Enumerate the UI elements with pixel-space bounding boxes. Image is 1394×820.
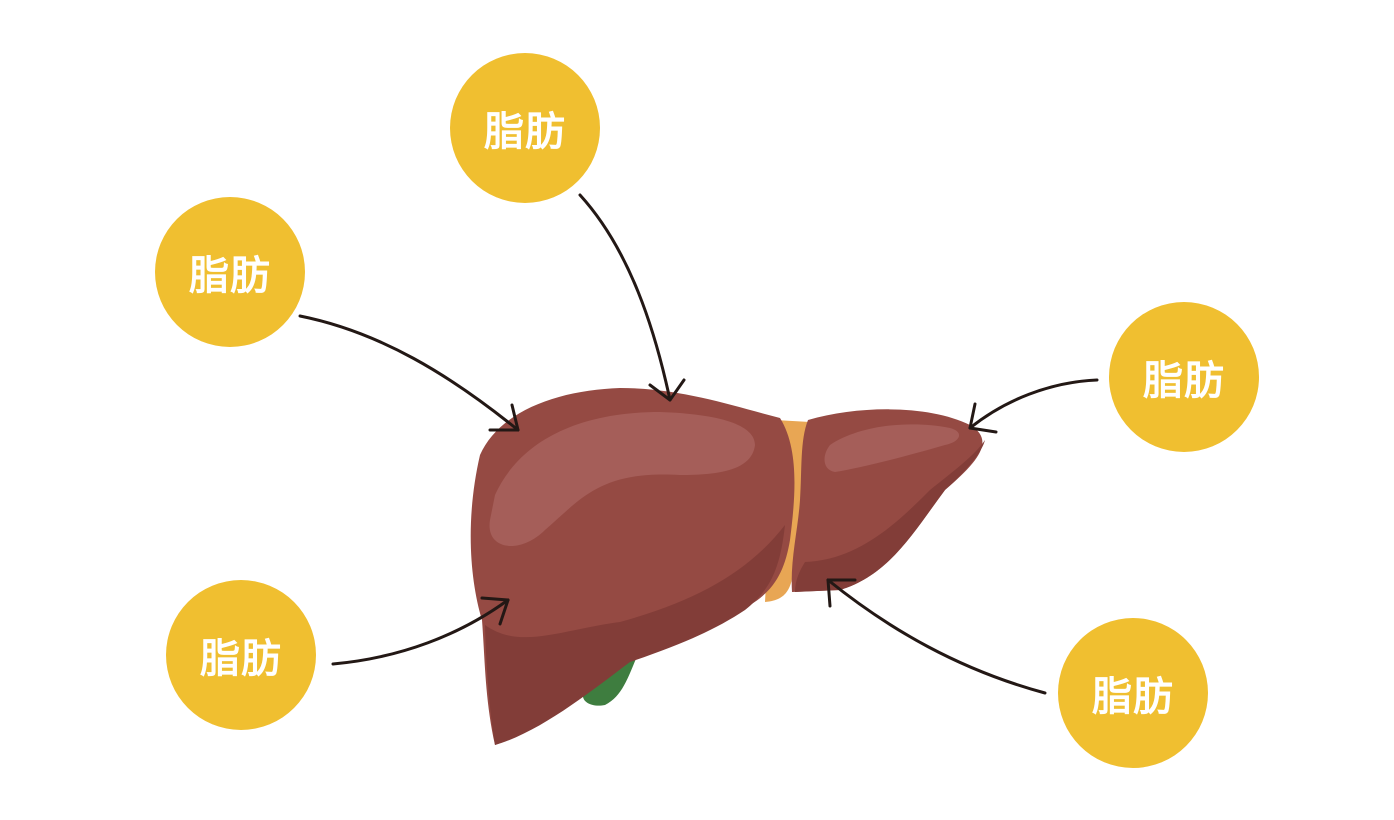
fat-label-text: 脂肪 xyxy=(200,636,282,682)
fat-label-text: 脂肪 xyxy=(1143,358,1225,404)
fat-label-lower-right: 脂肪 xyxy=(1058,618,1208,768)
arrow-right xyxy=(968,378,1099,434)
arrow-lower-right xyxy=(826,578,1047,695)
fat-label-lower-left: 脂肪 xyxy=(166,580,316,730)
liver-right-shadow xyxy=(485,525,785,745)
fat-label-text: 脂肪 xyxy=(189,253,271,299)
arrow-lower-left xyxy=(331,596,510,666)
liver-left-highlight xyxy=(824,424,960,472)
fat-label-upper-left: 脂肪 xyxy=(155,197,305,347)
fat-label-top: 脂肪 xyxy=(450,53,600,203)
arrow-top xyxy=(578,193,686,402)
arrow-upper-left xyxy=(298,314,520,432)
fat-label-text: 脂肪 xyxy=(484,109,566,155)
fat-label-text: 脂肪 xyxy=(1092,674,1174,720)
liver-left-shadow xyxy=(795,440,985,592)
fat-label-right: 脂肪 xyxy=(1109,302,1259,452)
liver-right-highlight xyxy=(489,412,755,547)
